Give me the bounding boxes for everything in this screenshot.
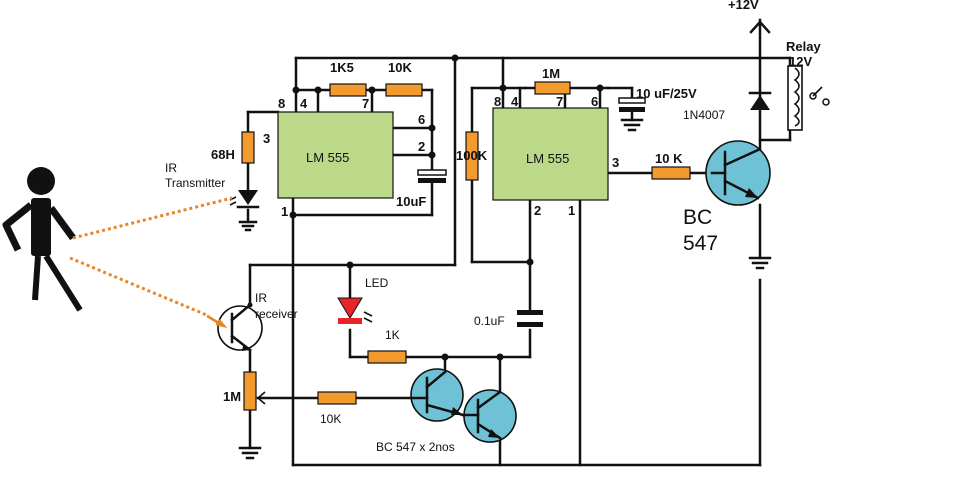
positive-rail <box>294 18 771 92</box>
resistor-10k-base-label: 10 K <box>655 151 683 166</box>
capacitor-10uf-plate-top <box>417 169 447 176</box>
resistor-1m-top-label: 1M <box>542 66 560 81</box>
ic2-wiring <box>470 56 714 467</box>
ic2-pin8: 8 <box>494 94 501 109</box>
darlington-label: BC 547 x 2nos <box>376 440 455 454</box>
transistor-bc547-output-icon <box>705 140 771 206</box>
lower-wiring <box>248 263 762 467</box>
transistor-darlington-1-icon <box>410 368 465 422</box>
resistor-100k <box>465 131 479 181</box>
ic1-pin7: 7 <box>362 96 369 111</box>
led-label: LED <box>365 276 389 290</box>
capacitor-10uf-25v-label: 10 uF/25V <box>636 86 697 101</box>
ground-icon <box>748 256 772 270</box>
ir-receiver-label-1: IR <box>255 291 267 305</box>
ic2-name: LM 555 <box>526 151 569 166</box>
ic2-pin2: 2 <box>534 203 541 218</box>
ir-receiver-icon <box>206 303 263 352</box>
capacitor-10uf-plate-bottom <box>418 178 446 183</box>
ic2-pin1: 1 <box>568 203 575 218</box>
ground-icon <box>620 118 644 132</box>
ir-beam-reflect <box>69 256 210 318</box>
ir-led-icon <box>229 190 260 209</box>
resistor-10k-lower <box>317 391 357 405</box>
relay-label-1: Relay <box>786 39 821 54</box>
resistor-1m-top <box>534 81 571 95</box>
ic1-pin8: 8 <box>278 96 285 111</box>
ir-receiver-label-2: receiver <box>255 307 298 321</box>
ir-beam-transmit <box>72 196 233 240</box>
ic1-pin4: 4 <box>300 96 308 111</box>
resistor-10k-top <box>385 83 423 97</box>
ic2-lm555 <box>492 107 609 201</box>
ic1-pin2: 2 <box>418 139 425 154</box>
ir-transmitter-label-1: IR <box>165 161 177 175</box>
resistor-1k-led <box>367 350 407 364</box>
ic1-pin1: 1 <box>281 204 288 219</box>
ic1-lm555 <box>277 111 394 199</box>
relay-label-2: 12V <box>789 54 812 69</box>
capacitor-0-1uf-plate-top <box>517 310 543 315</box>
potentiometer-1m-label: 1M <box>223 389 241 404</box>
diode-label: 1N4007 <box>683 108 725 122</box>
resistor-68h <box>241 131 255 164</box>
resistor-10k-top-label: 10K <box>388 60 412 75</box>
resistor-10k-lower-label: 10K <box>320 412 341 426</box>
bc547-label-2: 547 <box>683 232 718 255</box>
resistor-10k-base <box>651 166 691 180</box>
diode-1n4007-icon <box>748 91 772 110</box>
resistor-100k-label: 100K <box>456 148 488 163</box>
ic1-pin3: 3 <box>263 131 270 146</box>
ic2-pin3: 3 <box>612 155 619 170</box>
pot-wiper-arrow-icon <box>256 391 266 405</box>
potentiometer-1m <box>243 371 257 411</box>
ground-icon <box>238 220 258 232</box>
bc547-label-1: BC <box>683 206 712 229</box>
capacitor-10uf-25v-plate-bottom <box>619 107 645 112</box>
resistor-1k-led-label: 1K <box>385 328 400 342</box>
resistor-1k5 <box>329 83 367 97</box>
supply-label: +12V <box>728 0 759 12</box>
ir-transmitter-label-2: Transmitter <box>165 176 225 190</box>
resistor-1k5-label: 1K5 <box>330 60 354 75</box>
capacitor-0-1uf-plate-bottom <box>517 322 543 327</box>
capacitor-0-1uf-label: 0.1uF <box>474 314 505 328</box>
capacitor-10uf-25v-plate-top <box>618 97 646 104</box>
transistor-darlington-2-icon <box>461 389 517 443</box>
ic1-pin6: 6 <box>418 112 425 127</box>
person-icon <box>2 167 83 312</box>
relay-coil-icon <box>787 65 830 131</box>
ground-icon <box>238 446 262 460</box>
ic1-name: LM 555 <box>306 150 349 165</box>
led-icon <box>337 297 373 324</box>
ic2-pin4: 4 <box>511 94 519 109</box>
ic2-pin6: 6 <box>591 94 598 109</box>
resistor-68h-label: 68H <box>211 147 235 162</box>
ic2-pin7: 7 <box>556 94 563 109</box>
capacitor-10uf-label: 10uF <box>396 194 426 209</box>
